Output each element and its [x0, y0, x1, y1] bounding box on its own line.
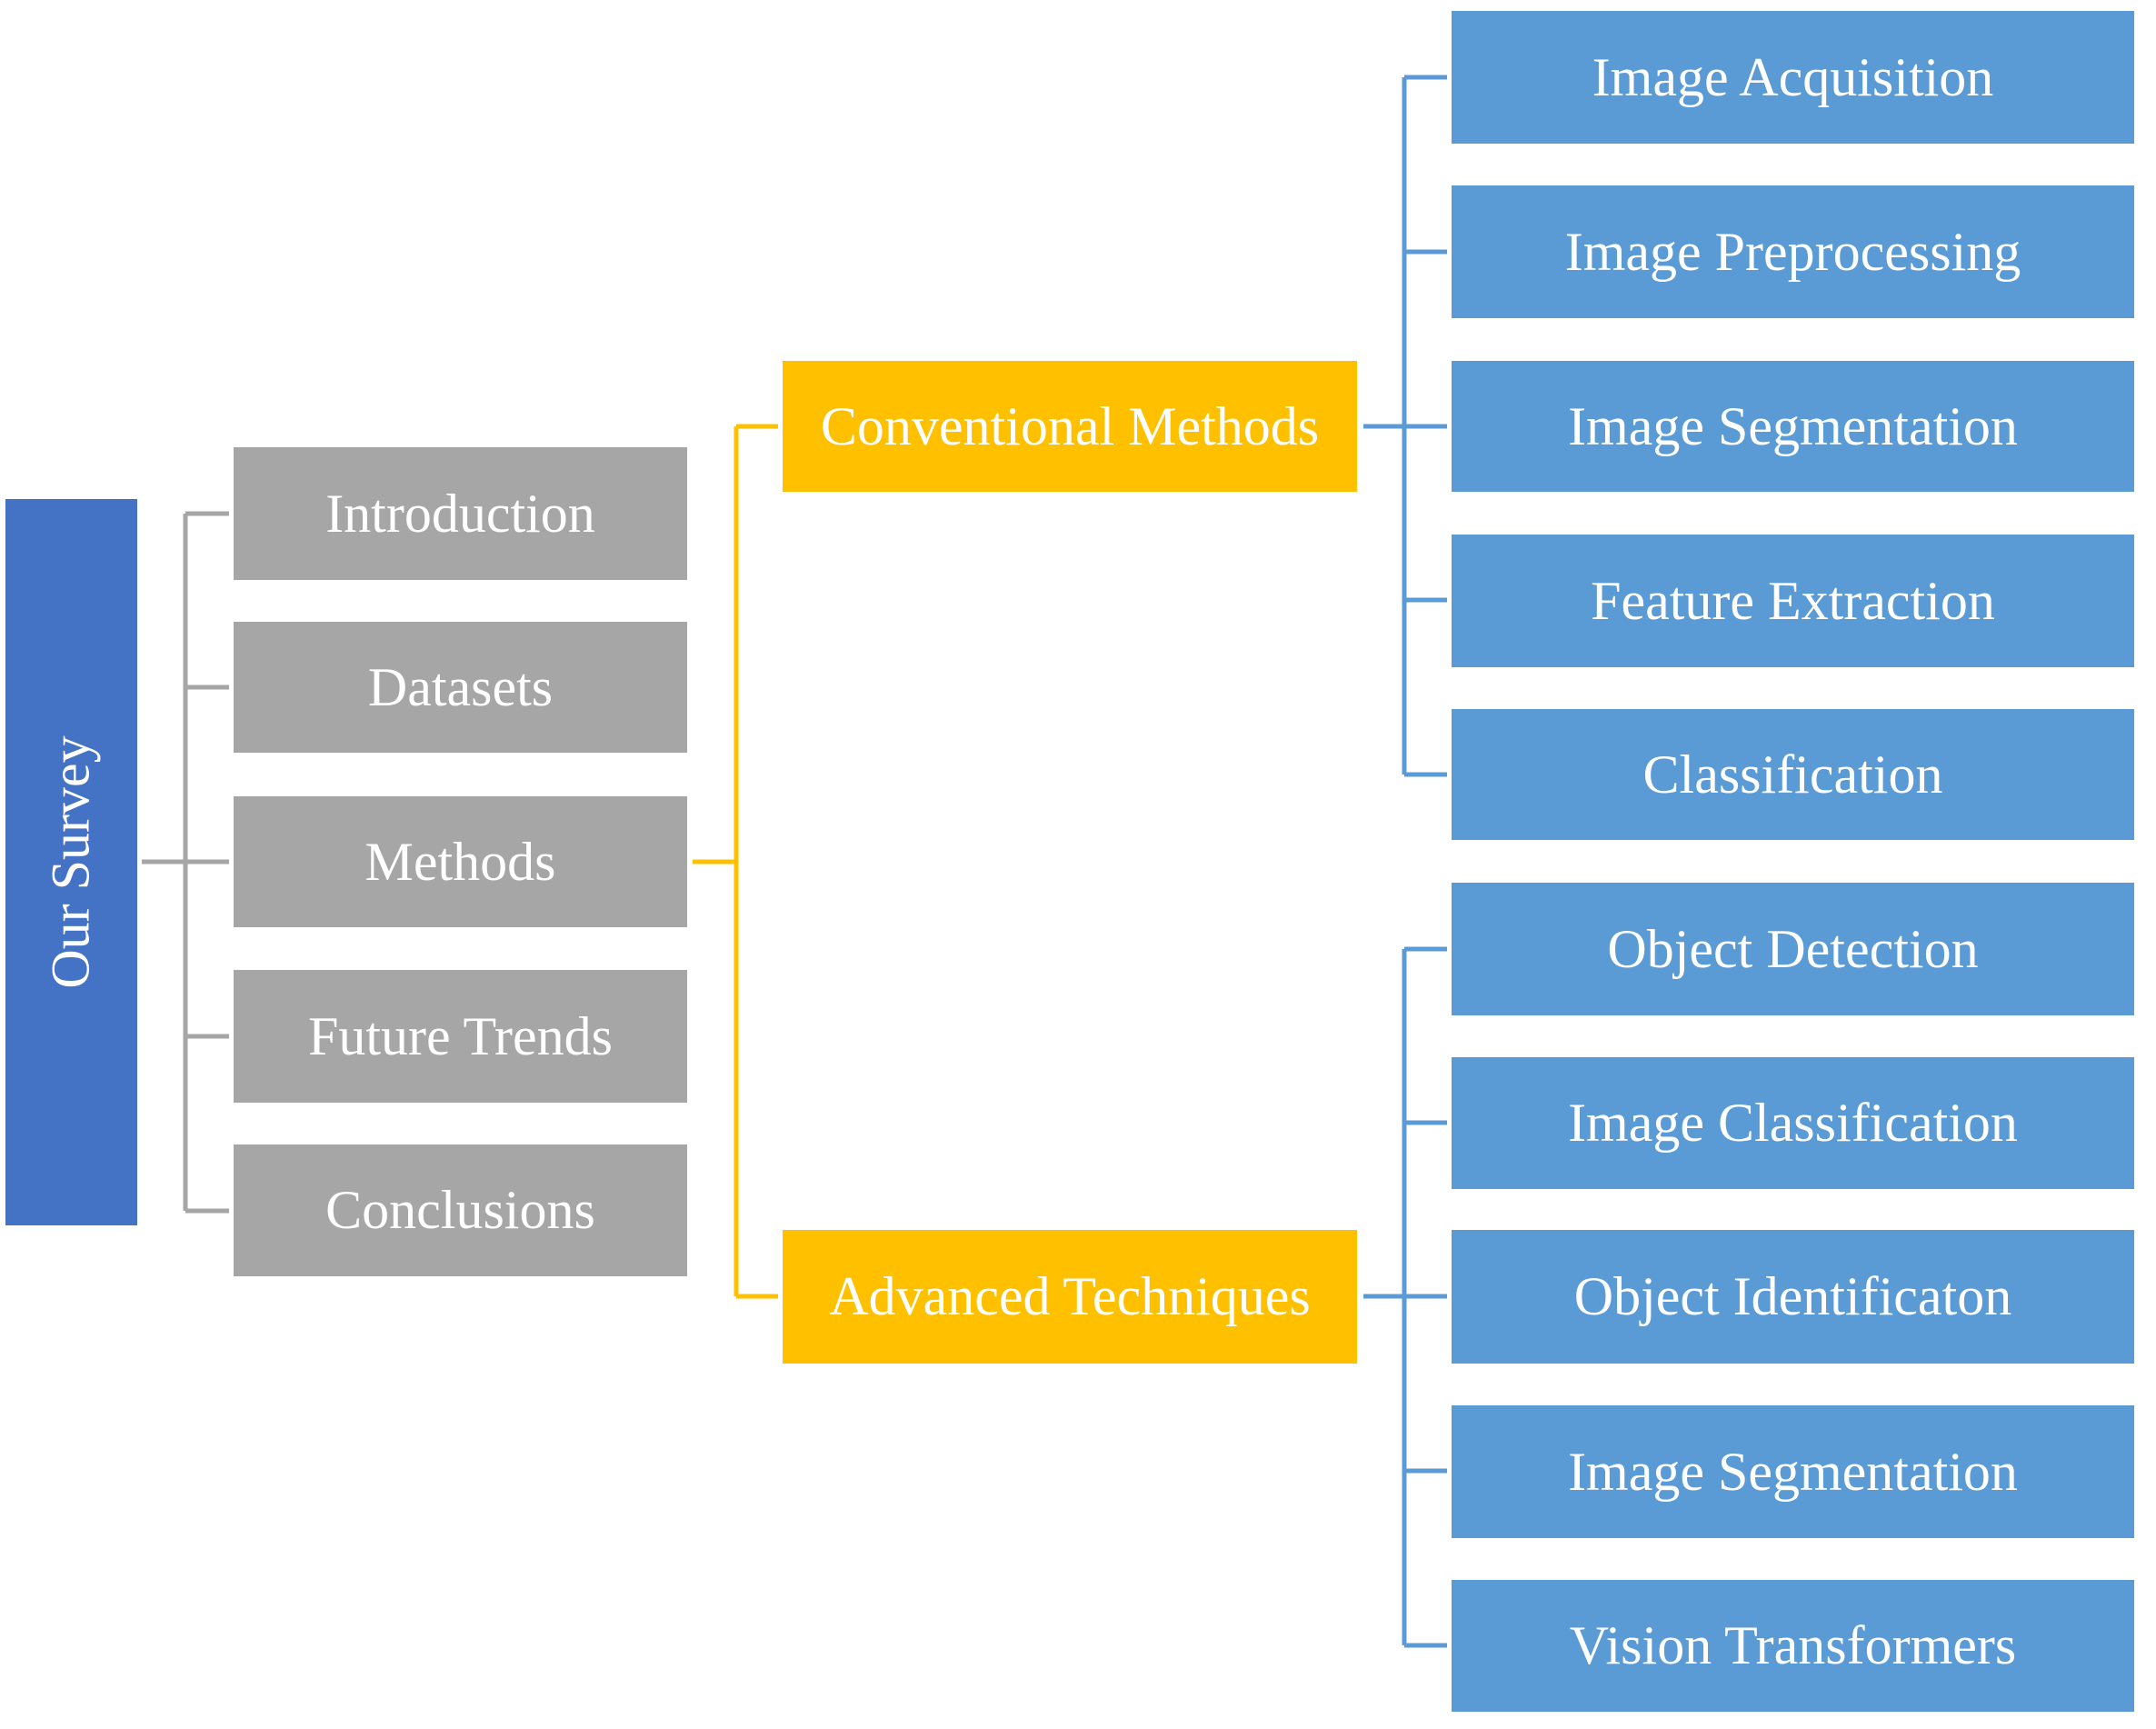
item-label: Image Classification — [1568, 1093, 2018, 1153]
item-label: Image Segmentation — [1568, 395, 2018, 456]
item-label: Vision Transformers — [1569, 1615, 2017, 1675]
item-image-classification: Image Classification — [1452, 1057, 2134, 1189]
group-advanced-techniques: Advanced Techniques — [783, 1230, 1357, 1364]
item-image-segmentation: Image Segmentation — [1452, 361, 2134, 492]
section-label: Introduction — [325, 483, 595, 544]
root-label: Our Survey — [41, 735, 102, 989]
group-label: Conventional Methods — [820, 395, 1320, 456]
section-label: Datasets — [367, 656, 554, 717]
section-future-trends: Future Trends — [234, 970, 687, 1103]
item-classification: Classification — [1452, 709, 2134, 840]
item-image-acquisition: Image Acquisition — [1452, 11, 2134, 144]
item-label: Feature Extraction — [1591, 570, 1995, 631]
item-label: Object Detection — [1607, 918, 1979, 979]
group-label: Advanced Techniques — [829, 1266, 1311, 1326]
methods-group-connectors — [693, 424, 778, 1299]
root-section-connectors — [142, 511, 229, 1214]
group-conventional-methods: Conventional Methods — [783, 361, 1357, 492]
section-conclusions: Conclusions — [234, 1144, 687, 1276]
section-label: Methods — [364, 831, 556, 892]
item-label: Image Acquisition — [1592, 46, 1994, 107]
conventional-item-connectors — [1363, 75, 1447, 777]
item-label: Image Segmentation — [1568, 1441, 2018, 1502]
advanced-item-connectors — [1363, 946, 1447, 1648]
item-label: Object Identificaton — [1573, 1266, 2012, 1326]
item-object-detection: Object Detection — [1452, 883, 2134, 1015]
section-datasets: Datasets — [234, 622, 687, 753]
item-feature-extraction: Feature Extraction — [1452, 535, 2134, 667]
item-vision-transformers: Vision Transformers — [1452, 1580, 2134, 1712]
section-label: Future Trends — [307, 1005, 614, 1066]
root-node-our-survey: Our Survey — [5, 499, 137, 1225]
section-introduction: Introduction — [234, 447, 687, 580]
section-methods: Methods — [234, 796, 687, 927]
section-label: Conclusions — [325, 1180, 595, 1240]
item-label: Classification — [1642, 744, 1943, 805]
item-object-identification: Object Identificaton — [1452, 1230, 2134, 1364]
item-label: Image Preprocessing — [1564, 221, 2021, 282]
item-image-segmentation-advanced: Image Segmentation — [1452, 1405, 2134, 1538]
item-image-preprocessing: Image Preprocessing — [1452, 185, 2134, 318]
